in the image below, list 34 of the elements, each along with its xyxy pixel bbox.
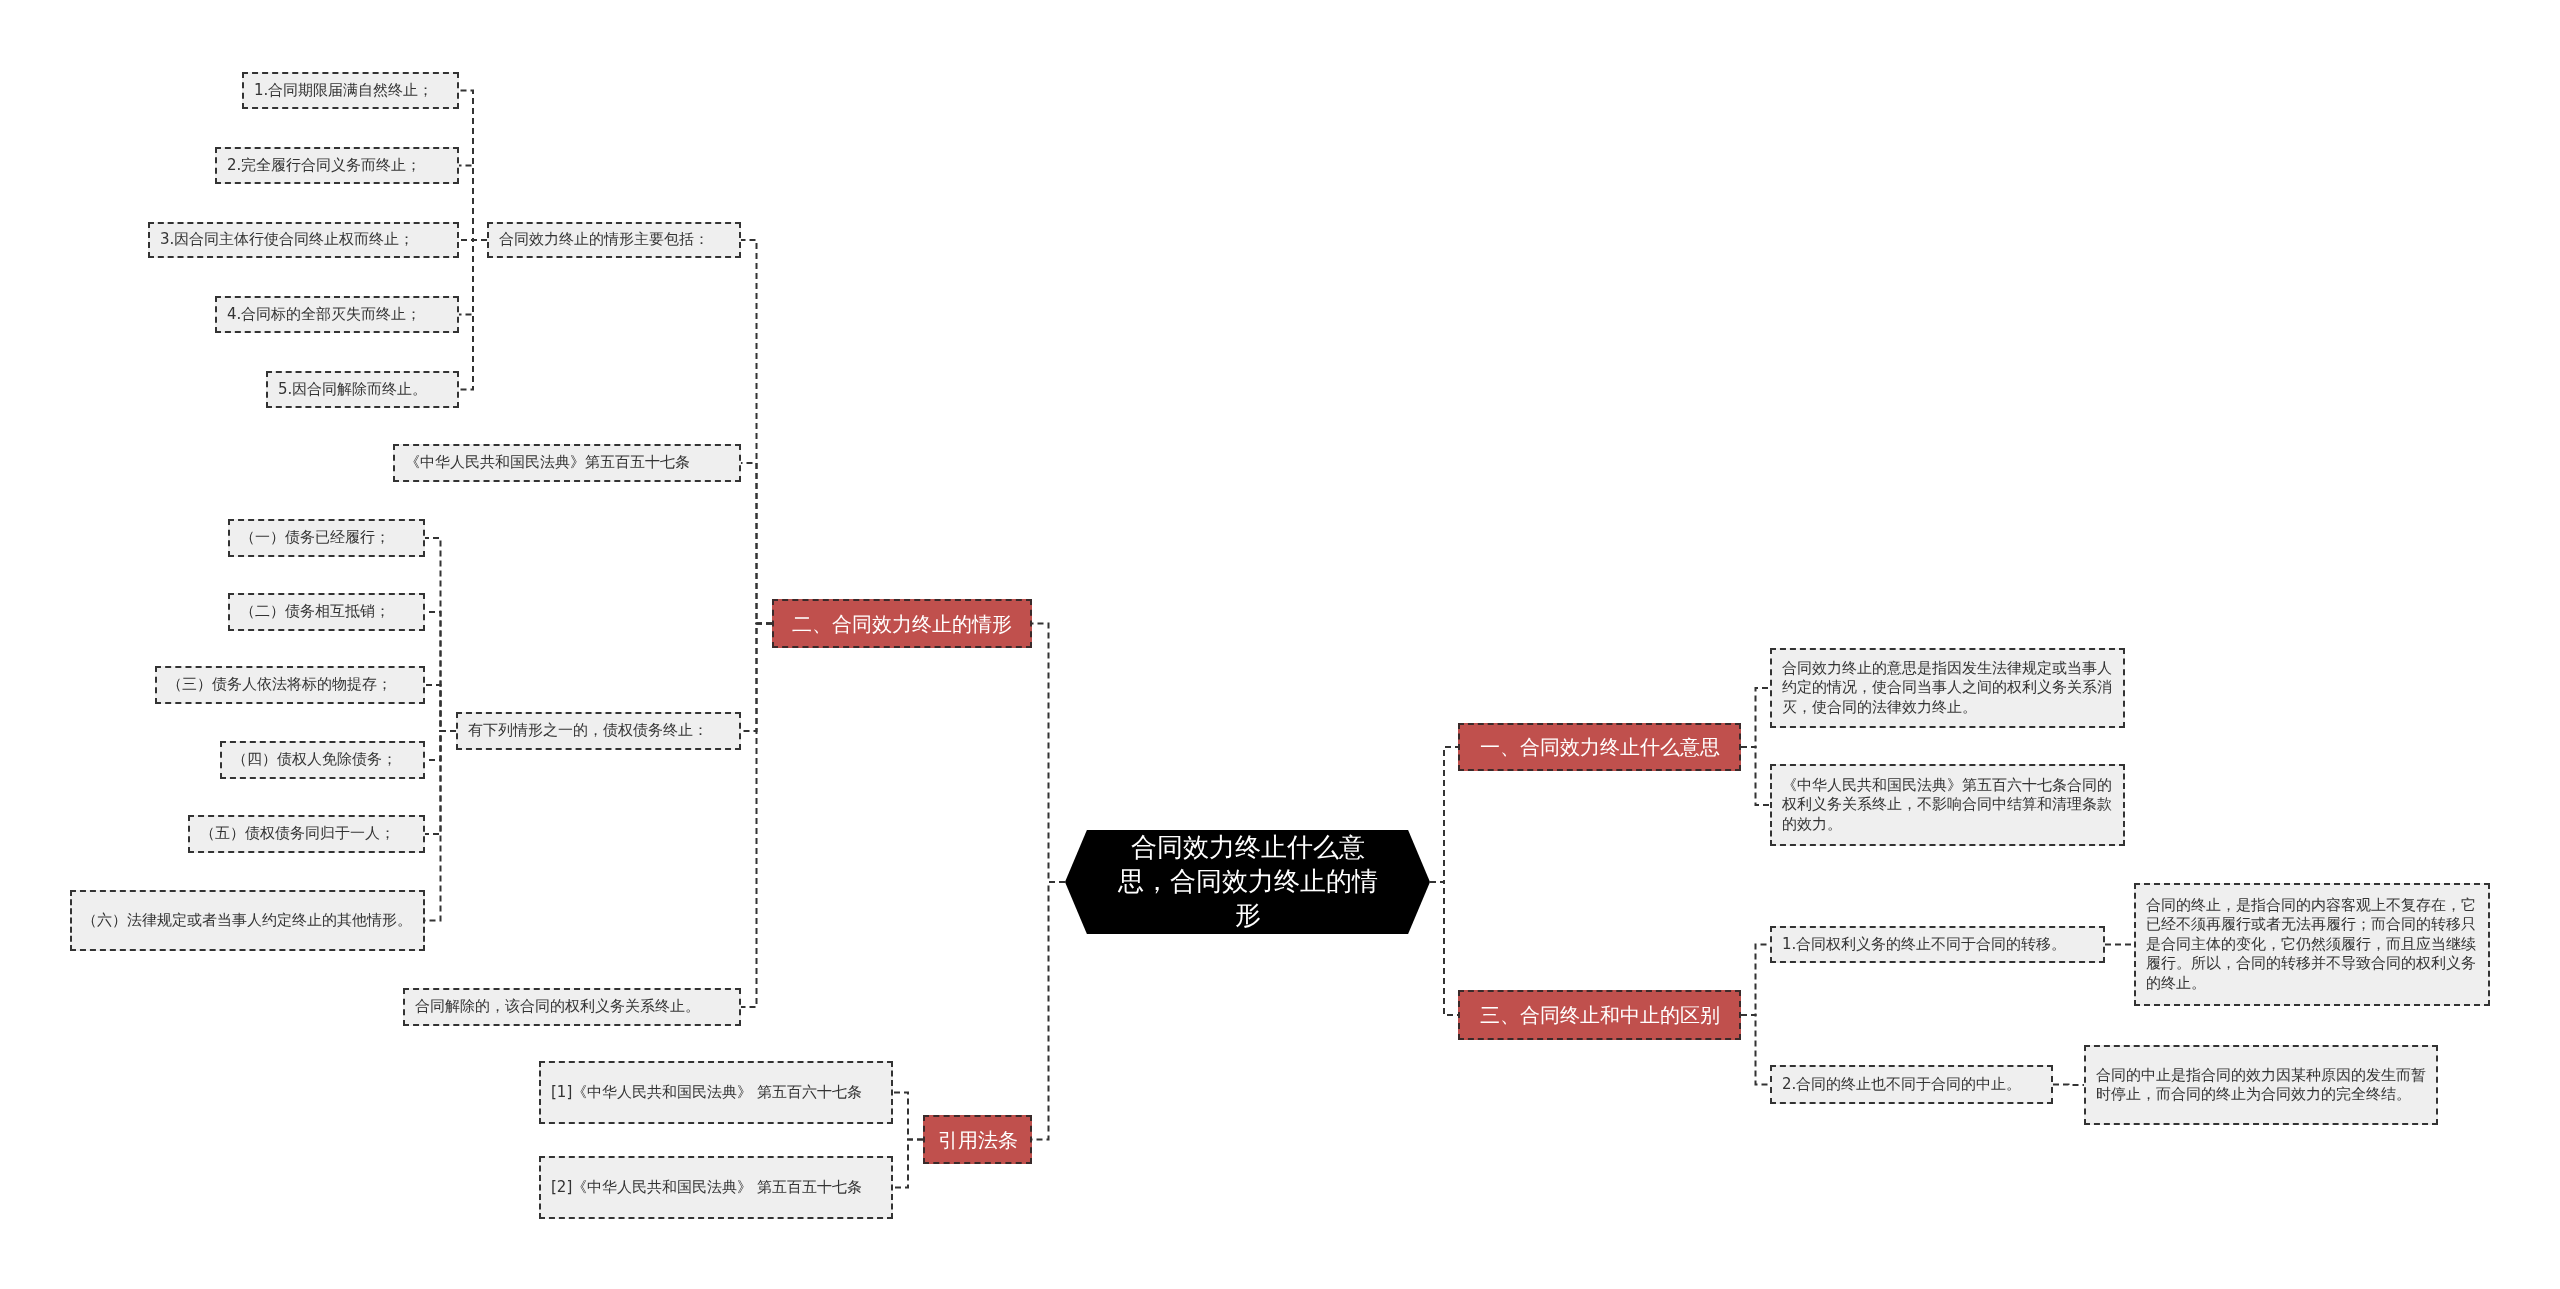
- text-card: [2]《中华人民共和国民法典》 第五百五十七条: [539, 1156, 893, 1219]
- text-card: （五）债权债务同归于一人；: [188, 815, 425, 853]
- text-card: 合同效力终止的情形主要包括：: [487, 222, 741, 258]
- text-card: 4.合同标的全部灭失而终止；: [215, 296, 459, 333]
- text-card: 2.完全履行合同义务而终止；: [215, 147, 459, 184]
- connector-line: [1740, 1014, 1771, 1086]
- connector-line: [892, 1138, 924, 1189]
- text-card: 1.合同权利义务的终止不同于合同的转移。: [1770, 926, 2105, 963]
- text-card: （四）债权人免除债务；: [220, 741, 425, 779]
- text-card: 合同的终止，是指合同的内容客观上不复存在，它已经不须再履行或者无法再履行；而合同的转移只是合同主体的变化，它仍然须履行，而且应当继续履行。所以，合同的转移并不导致合同的权利义务的终止。: [2134, 883, 2490, 1006]
- text-card: 2.合同的终止也不同于合同的中止。: [1770, 1065, 2053, 1104]
- text-card: 《中华人民共和国民法典》第五百六十七条合同的权利义务关系终止，不影响合同中结算和清理条款的效力。: [1770, 764, 2125, 846]
- text-card: （六）法律规定或者当事人约定终止的其他情形。: [70, 890, 425, 951]
- central-topic-hexagon: 合同效力终止什么意思，合同效力终止的情形: [1065, 830, 1430, 934]
- text-card: 5.因合同解除而终止。: [266, 371, 459, 408]
- connector-line: [458, 239, 488, 391]
- branch-topic: 引用法条: [923, 1115, 1032, 1164]
- text-card: （一）债务已经履行；: [228, 519, 425, 557]
- text-card: 3.因合同主体行使合同终止权而终止；: [148, 222, 459, 258]
- text-card: （三）债务人依法将标的物提存；: [155, 666, 425, 704]
- text-card: （二）债务相互抵销；: [228, 593, 425, 631]
- connector-line: [2052, 1083, 2085, 1086]
- text-card: 1.合同期限届满自然终止；: [242, 72, 459, 109]
- text-card: 有下列情形之一的，债权债务终止：: [456, 712, 741, 750]
- branch-topic: 二、合同效力终止的情形: [772, 599, 1032, 648]
- text-card: 合同的中止是指合同的效力因某种原因的发生而暂时停止，而合同的终止为合同效力的完全终结。: [2084, 1045, 2438, 1125]
- branch-topic: 一、合同效力终止什么意思: [1458, 723, 1741, 771]
- branch-topic: 三、合同终止和中止的区别: [1458, 990, 1741, 1040]
- text-card: 合同解除的，该合同的权利义务关系终止。: [403, 988, 741, 1026]
- text-card: 《中华人民共和国民法典》第五百五十七条: [393, 444, 741, 482]
- connector-line: [740, 622, 773, 1008]
- text-card: [1]《中华人民共和国民法典》 第五百六十七条: [539, 1061, 893, 1124]
- connector-line: [1740, 746, 1771, 806]
- text-card: 合同效力终止的意思是指因发生法律规定或当事人约定的情况，使合同当事人之间的权利义务关系消灭，使合同的法律效力终止。: [1770, 648, 2125, 728]
